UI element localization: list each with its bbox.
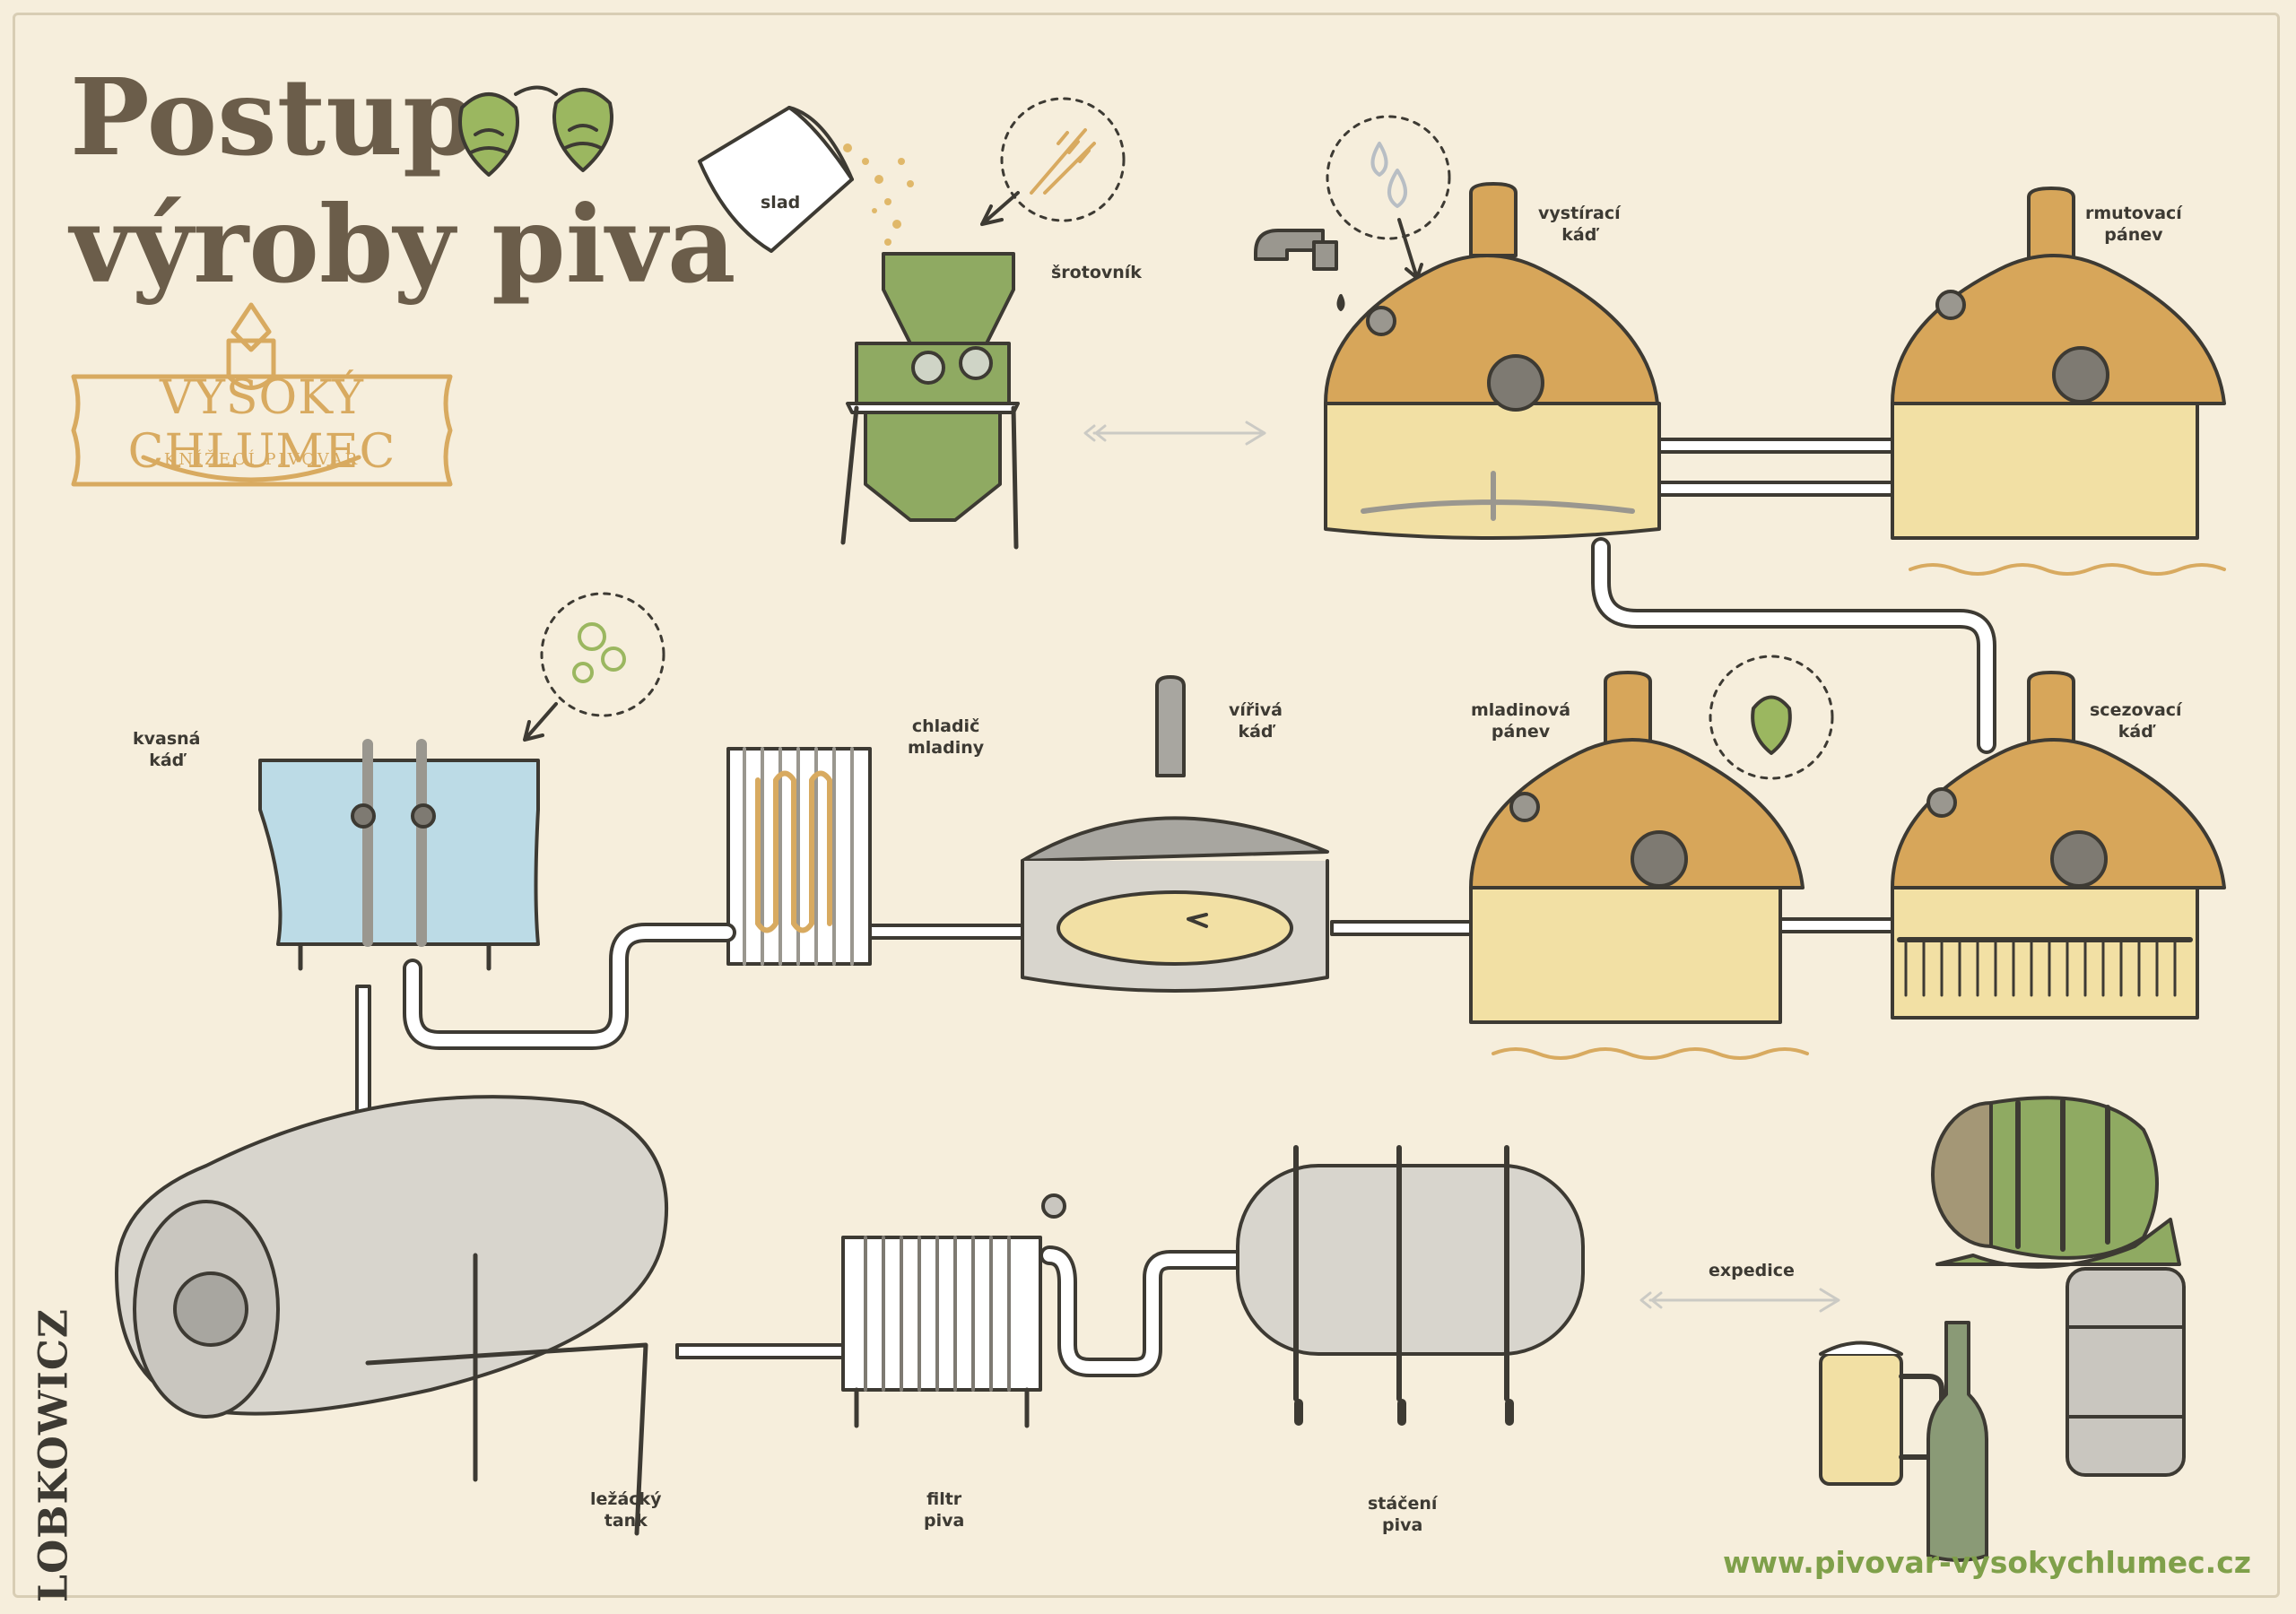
label-chladic-mladiny: chladič mladiny	[908, 716, 985, 758]
wort-kettle	[1469, 671, 1809, 1060]
logo-subtitle: KNÍŽECÍ PIVOVAR	[163, 450, 361, 469]
bottling-tank	[1236, 1145, 1585, 1426]
pipe	[403, 923, 736, 1050]
label-scezovaci-kad: scezovací káď	[2090, 700, 2182, 742]
brewery-logo-text: VYSOKÝ CHLUMEC KNÍŽECÍ PIVOVAR	[68, 289, 456, 497]
label-slad: slad	[761, 193, 801, 213]
logo-name: VYSOKÝ CHLUMEC	[127, 371, 396, 479]
label-srotovnik: šrotovník	[1051, 263, 1142, 282]
brewery-logo	[71, 302, 453, 487]
wort-chiller	[726, 747, 872, 966]
hop-cone-icon	[458, 85, 613, 177]
water-drop-icon	[1326, 115, 1451, 280]
process-arrow	[1639, 1288, 1840, 1313]
yeast-icon	[523, 592, 665, 742]
bottle-icon	[1926, 1321, 1988, 1562]
label-kvasna-kad: kvasná káď	[133, 729, 201, 770]
pipe	[355, 985, 371, 1123]
lobkowicz-brand: LOBKOWICZ	[30, 1308, 77, 1602]
label-viriva-kad: vířivá káď	[1229, 700, 1283, 742]
label-filtr-piva: filtr piva	[924, 1489, 965, 1531]
label-expedice: expedice	[1709, 1261, 1795, 1280]
beer-filter	[841, 1193, 1066, 1428]
label-vystiraci-kad: vystírací káď	[1538, 204, 1621, 245]
pipe	[1330, 920, 1473, 936]
tap-icon	[1254, 229, 1345, 311]
poster-title: Postup výroby piva	[70, 54, 736, 308]
label-mladinova-panev: mladinová pánev	[1471, 700, 1571, 742]
title-line-2: výroby piva	[70, 182, 736, 307]
keg-icon	[2066, 1267, 2186, 1477]
process-arrow	[1083, 421, 1266, 446]
pipe	[1039, 1245, 1252, 1377]
beer-mug-icon	[1819, 1341, 1944, 1486]
mash-tun	[1324, 182, 1661, 540]
lager-tank	[115, 1095, 669, 1536]
pipe	[1779, 917, 1894, 933]
label-rmutovaci-panev: rmutovací pánev	[2085, 204, 2182, 245]
fermentation-tank	[258, 739, 540, 971]
poster-frame	[13, 13, 2280, 1598]
whirlpool	[1021, 675, 1329, 993]
pipe	[868, 924, 1024, 940]
mash-kettle	[1891, 187, 2226, 576]
barrel-icon	[1931, 1096, 2181, 1269]
malt-grains	[843, 143, 914, 246]
wheat-icon	[980, 97, 1126, 226]
malt-mill	[840, 252, 1020, 550]
pipe	[1657, 438, 1894, 497]
malt-sack-icon	[698, 106, 854, 253]
label-staceni-piva: stáčení piva	[1368, 1494, 1438, 1535]
website-url[interactable]: www.pivovar-vysokychlumec.cz	[1722, 1545, 2251, 1580]
label-lezacky-tank: ležácký tank	[590, 1489, 662, 1531]
pipe	[675, 1343, 849, 1359]
title-line-1: Postup	[70, 55, 477, 179]
pipe	[1591, 537, 1996, 754]
lauter-tun	[1891, 671, 2226, 1020]
